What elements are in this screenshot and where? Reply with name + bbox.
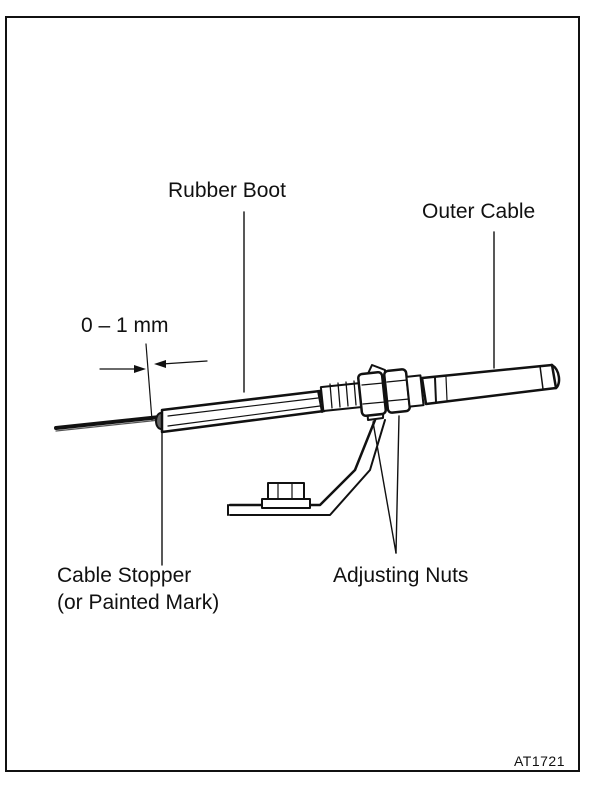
rubber-boot bbox=[160, 389, 326, 434]
painted-mark-label: (or Painted Mark) bbox=[57, 591, 220, 614]
adjusting-nuts-label: Adjusting Nuts bbox=[333, 564, 469, 587]
rubber-boot-label: Rubber Boot bbox=[168, 179, 286, 202]
gap-dimension bbox=[99, 343, 208, 421]
adjusting-nut-2 bbox=[383, 368, 411, 414]
gap-arrow-right bbox=[134, 365, 146, 373]
figure-frame bbox=[5, 16, 580, 772]
outer-cable bbox=[420, 363, 561, 406]
gap-arrow-left bbox=[154, 360, 166, 368]
threaded-adjuster bbox=[319, 380, 365, 413]
outer-cable-label: Outer Cable bbox=[422, 200, 536, 223]
adjusting-nuts-leader-1 bbox=[372, 421, 397, 554]
figure-code: AT1721 bbox=[514, 753, 565, 769]
inner-cable bbox=[54, 415, 162, 432]
gap-label: 0 – 1 mm bbox=[81, 314, 169, 337]
adjusting-nuts-leader-2 bbox=[395, 415, 400, 554]
adjusting-nut-1 bbox=[357, 371, 387, 417]
cable-stopper-label: Cable Stopper bbox=[57, 564, 192, 587]
washer bbox=[405, 374, 425, 408]
